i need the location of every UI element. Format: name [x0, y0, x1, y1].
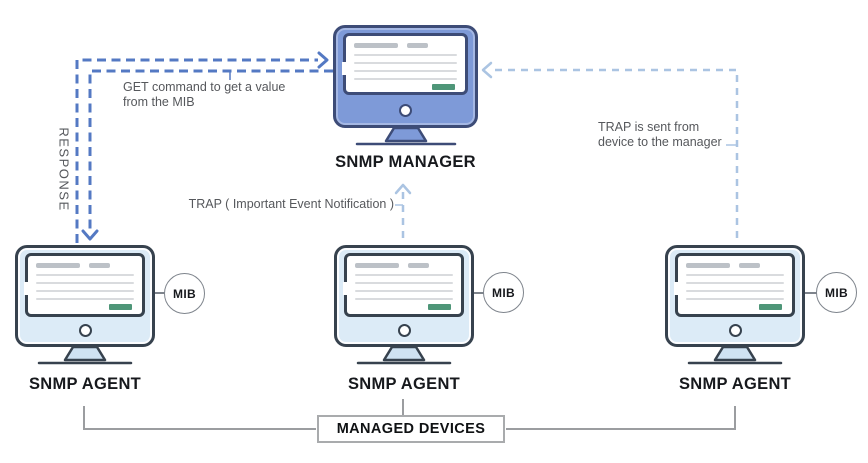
- agent-monitor-icon: [334, 245, 474, 347]
- screen-green-button: [759, 304, 782, 310]
- monitor-power-dot: [78, 324, 92, 337]
- screen-content-line: [354, 78, 457, 80]
- response-arrowhead: [317, 51, 329, 69]
- trap-center-annotation: TRAP ( Important Event Notification ): [188, 197, 394, 211]
- agent-screen: [343, 253, 464, 317]
- get-command-line1: GET command to get a value: [123, 80, 286, 94]
- screen-header-segment: [686, 263, 730, 268]
- mib-connector: [803, 292, 818, 294]
- screen-green-button: [109, 304, 132, 310]
- screen-content-line: [686, 282, 784, 284]
- response-annotation: RESPONSE: [56, 127, 72, 212]
- mib-label: MIB: [173, 286, 196, 301]
- snmp-agent-device-2: SNMP AGENT: [334, 245, 474, 394]
- trap-center-arrowhead: [394, 183, 412, 195]
- trap-right-path: [494, 68, 739, 238]
- agent-monitor-icon: [665, 245, 805, 347]
- agent-label: SNMP AGENT: [678, 375, 792, 393]
- snmp-manager-device: SNMP MANAGER: [333, 25, 478, 172]
- manager-monitor-stand: [355, 128, 456, 146]
- agent-monitor-bezel: [668, 317, 802, 344]
- screen-header-segment: [354, 43, 398, 48]
- screen-content-line: [686, 290, 784, 292]
- screen-content-line: [355, 274, 453, 276]
- bracket-right: [506, 406, 736, 430]
- screen-content-line: [354, 62, 457, 64]
- agent-monitor-stand: [356, 347, 452, 365]
- screen-green-button: [432, 84, 455, 90]
- monitor-power-dot: [399, 103, 412, 117]
- screen-header-segment: [89, 263, 110, 268]
- screen-content-line: [354, 70, 457, 72]
- screen-header-segment: [739, 263, 760, 268]
- screen-content-line: [36, 290, 134, 292]
- screen-highlight-notch: [674, 282, 679, 295]
- agent-monitor-stand: [687, 347, 783, 365]
- get-arrowhead: [81, 229, 99, 241]
- agent-monitor-icon: [15, 245, 155, 347]
- screen-header-row: [36, 263, 134, 268]
- agent-label: SNMP AGENT: [28, 375, 142, 393]
- screen-highlight-notch: [342, 62, 347, 75]
- manager-label: SNMP MANAGER: [335, 153, 476, 171]
- trap-right-arrowhead: [481, 61, 493, 79]
- mib-circle: MIB: [816, 272, 857, 313]
- manager-monitor-bezel: [336, 95, 475, 125]
- monitor-power-dot: [397, 324, 411, 337]
- screen-header-row: [686, 263, 784, 268]
- agent-label: SNMP AGENT: [347, 375, 461, 393]
- manager-monitor-icon: [333, 25, 478, 128]
- screen-content-line: [686, 274, 784, 276]
- snmp-agent-device-1: SNMP AGENT: [15, 245, 155, 394]
- screen-header-segment: [408, 263, 429, 268]
- trap-right-line1: TRAP is sent from: [598, 120, 700, 134]
- screen-content-line: [355, 298, 453, 300]
- agent-monitor-bezel: [18, 317, 152, 344]
- mib-connector: [472, 292, 485, 294]
- screen-highlight-notch: [24, 282, 29, 295]
- screen-content-line: [355, 282, 453, 284]
- trap-right-line2: device to the manager: [598, 135, 722, 149]
- agent-monitor-bezel: [337, 317, 471, 344]
- managed-devices-box: MANAGED DEVICES: [317, 415, 505, 443]
- screen-header-segment: [36, 263, 80, 268]
- screen-content-line: [36, 298, 134, 300]
- mib-label: MIB: [492, 285, 515, 300]
- screen-highlight-notch: [343, 282, 348, 295]
- screen-content-line: [355, 290, 453, 292]
- mib-connector: [153, 292, 166, 294]
- get-command-annotation: GET command to get a value from the MIB: [123, 80, 285, 110]
- mib-circle: MIB: [483, 272, 524, 313]
- screen-content-line: [36, 274, 134, 276]
- screen-header-segment: [407, 43, 428, 48]
- agent-screen: [24, 253, 145, 317]
- snmp-agent-device-3: SNMP AGENT: [665, 245, 805, 394]
- manager-screen: [342, 33, 468, 95]
- screen-header-segment: [355, 263, 399, 268]
- screen-green-button: [428, 304, 451, 310]
- mib-circle: MIB: [164, 273, 205, 314]
- screen-content-line: [354, 54, 457, 56]
- get-command-line2: from the MIB: [123, 95, 195, 109]
- screen-content-line: [36, 282, 134, 284]
- monitor-power-dot: [728, 324, 742, 337]
- screen-header-row: [355, 263, 453, 268]
- mib-label: MIB: [825, 285, 848, 300]
- screen-header-row: [354, 43, 457, 48]
- agent-screen: [674, 253, 795, 317]
- screen-content-line: [686, 298, 784, 300]
- trap-right-annotation: TRAP is sent from device to the manager: [598, 120, 722, 150]
- agent-monitor-stand: [37, 347, 133, 365]
- bracket-left: [83, 406, 316, 430]
